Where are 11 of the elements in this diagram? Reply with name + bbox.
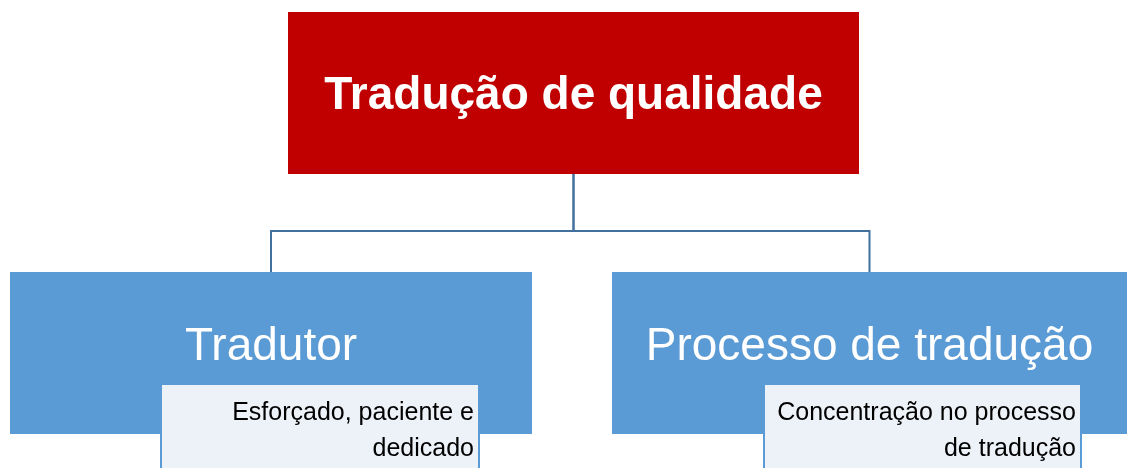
detail-box [763, 383, 1082, 468]
node-label: Concentração no processo de tradução [777, 397, 1076, 461]
title-box [288, 12, 859, 174]
connector-line [572, 173, 871, 273]
category-box [10, 272, 532, 383]
category-box [612, 272, 1127, 383]
node-label: Esforçado, paciente e dedicado [232, 397, 474, 461]
node-label: Tradutor [184, 317, 358, 372]
node-label: Processo de tradução [645, 317, 1094, 372]
detail-box [160, 383, 480, 468]
node-label: Tradução de qualidade [324, 66, 823, 120]
